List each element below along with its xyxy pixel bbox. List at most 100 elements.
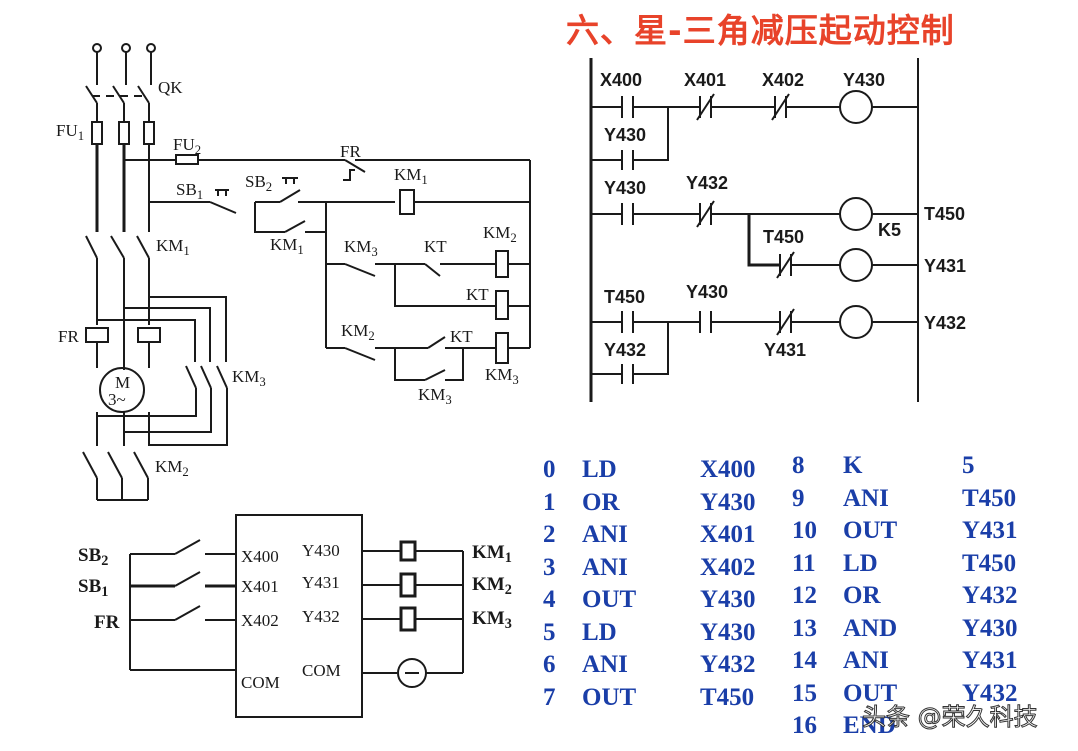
fr-control-label: FR bbox=[340, 142, 361, 161]
terminal-l1 bbox=[92, 43, 102, 53]
km2-nc-contact bbox=[344, 347, 376, 361]
page-title: 六、星-三角减压起动控制 bbox=[566, 11, 955, 50]
kt-nc-label: KT bbox=[424, 237, 447, 256]
instruction-operand: Y432 bbox=[962, 582, 1018, 609]
kt-no-contact bbox=[427, 336, 446, 349]
kt-coil bbox=[495, 290, 509, 320]
plc-com-in: COM bbox=[241, 673, 280, 692]
kt-no-label: KT bbox=[450, 327, 473, 346]
instruction-operand: 5 bbox=[962, 452, 975, 479]
plc-input-terminal: X401 bbox=[241, 577, 279, 596]
km1-coil-label: KM1 bbox=[394, 165, 428, 187]
ladder-rung-2: Y430 Y432 T450 K5 T450 Y431 bbox=[591, 173, 966, 282]
ladder-coil bbox=[839, 248, 873, 282]
instruction-op: OUT bbox=[582, 683, 637, 711]
km3-coil-label: KM3 bbox=[485, 365, 519, 387]
instruction-operand: Y430 bbox=[700, 488, 756, 516]
instruction-step: 14 bbox=[792, 647, 817, 674]
km1-main-label: KM1 bbox=[156, 236, 190, 258]
ladder-coil bbox=[839, 90, 873, 124]
instruction-op: LD bbox=[582, 618, 617, 646]
kt-nc-contact bbox=[424, 263, 441, 277]
instruction-operand: Y430 bbox=[700, 618, 756, 646]
km3-aux-contact bbox=[424, 369, 446, 381]
qk-label: QK bbox=[158, 78, 183, 97]
terminal-l2 bbox=[121, 43, 131, 53]
plc-output-terminal: Y430 bbox=[302, 541, 340, 560]
ladder-rung-3: T450 Y432 Y430 Y431 Y432 bbox=[591, 282, 966, 384]
km3-main-label: KM3 bbox=[232, 367, 266, 389]
sb1-input-contact bbox=[174, 571, 201, 587]
plc-input-terminal: X402 bbox=[241, 611, 279, 630]
motor-icon bbox=[99, 367, 145, 413]
ladder-contact-label: Y430 bbox=[686, 282, 728, 302]
km2-nc-label: KM2 bbox=[341, 321, 375, 343]
fr-thermal-element bbox=[137, 327, 161, 343]
plc-input-device: SB2 bbox=[78, 545, 108, 569]
instruction-op: OR bbox=[843, 582, 881, 609]
kt-coil-label: KT bbox=[466, 285, 489, 304]
km3-main-contacts bbox=[185, 365, 228, 389]
ladder-contact-label: Y430 bbox=[604, 125, 646, 145]
instruction-operand: X402 bbox=[700, 553, 756, 581]
instruction-step: 12 bbox=[792, 582, 817, 609]
instruction-operand: Y431 bbox=[962, 647, 1018, 674]
sb2-button bbox=[279, 189, 301, 203]
instruction-step: 3 bbox=[543, 553, 556, 581]
ladder-contact-label: X402 bbox=[762, 70, 804, 90]
instruction-operand: Y432 bbox=[962, 679, 1018, 707]
instruction-step: 13 bbox=[792, 614, 817, 642]
km3-output-coil bbox=[399, 606, 417, 632]
instruction-step: 0 bbox=[543, 456, 556, 483]
fr-input-contact bbox=[174, 605, 201, 621]
instruction-op: END bbox=[843, 712, 896, 739]
ladder-coil-label: Y431 bbox=[924, 256, 966, 276]
instruction-step: 5 bbox=[543, 618, 556, 646]
plc-wiring: SB2 SB1 FR X400 X401 X402 COM Y430 Y431 … bbox=[78, 514, 512, 718]
km3-nc-label: KM3 bbox=[344, 237, 378, 259]
fr-nc-contact bbox=[343, 159, 366, 181]
ladder-contact-label: Y430 bbox=[604, 178, 646, 198]
instruction-op: LD bbox=[843, 549, 878, 577]
instruction-op: ANI bbox=[843, 484, 889, 512]
plc-input-terminal: X400 bbox=[241, 547, 279, 566]
instruction-op: OUT bbox=[582, 586, 637, 613]
ladder-contact-label: X401 bbox=[684, 70, 726, 90]
instruction-step: 10 bbox=[792, 517, 817, 544]
terminal-l3 bbox=[146, 43, 156, 53]
plc-input-device: SB1 bbox=[78, 576, 108, 600]
km2-main-label: KM2 bbox=[155, 457, 189, 479]
main-circuit: QK FU1 KM1 FR M 3~ bbox=[56, 43, 266, 501]
instruction-operand: T450 bbox=[962, 484, 1017, 512]
instruction-step: 7 bbox=[543, 683, 556, 711]
instruction-step: 11 bbox=[792, 549, 816, 577]
instruction-op: LD bbox=[582, 456, 617, 483]
km3-coil bbox=[495, 332, 509, 364]
instruction-step: 6 bbox=[543, 651, 556, 678]
plc-output-terminal: Y432 bbox=[302, 607, 340, 626]
qk-switch bbox=[85, 85, 150, 104]
instruction-operand: T450 bbox=[700, 683, 755, 711]
plc-com-out: COM bbox=[302, 661, 341, 680]
instruction-operand: Y430 bbox=[700, 586, 756, 613]
plc-output-load: KM2 bbox=[472, 574, 512, 598]
km3-nc-contact bbox=[344, 263, 376, 277]
sb1-button bbox=[209, 201, 237, 214]
plc-output-load: KM3 bbox=[472, 608, 512, 632]
instruction-op: AND bbox=[843, 614, 898, 642]
ladder-contact-label: Y431 bbox=[764, 340, 806, 360]
plc-input-device: FR bbox=[94, 612, 120, 633]
instruction-step: 4 bbox=[543, 586, 556, 613]
km1-main-contacts bbox=[85, 235, 150, 259]
motor-phase-label: 3~ bbox=[108, 390, 126, 409]
km3-aux-label: KM3 bbox=[418, 385, 452, 407]
sb2-input-contact bbox=[174, 539, 201, 555]
km2-output-coil bbox=[399, 572, 417, 598]
km2-coil-label: KM2 bbox=[483, 223, 517, 245]
instruction-op: ANI bbox=[582, 521, 628, 548]
sb2-label: SB2 bbox=[245, 172, 272, 194]
fr-main-label: FR bbox=[58, 327, 79, 346]
instruction-operand: X401 bbox=[700, 521, 756, 548]
ladder-coil bbox=[839, 197, 873, 231]
